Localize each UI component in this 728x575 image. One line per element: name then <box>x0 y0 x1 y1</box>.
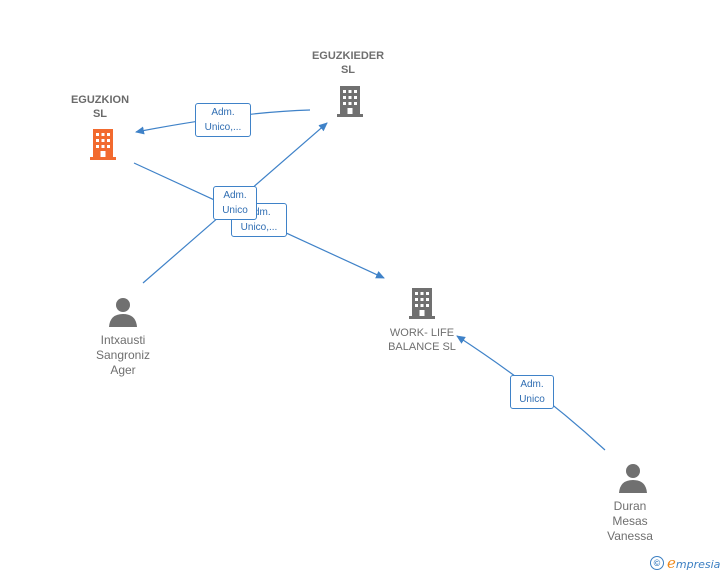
building-icon[interactable] <box>407 286 437 320</box>
brand-logo[interactable]: empresia <box>667 554 720 573</box>
person-name-duran[interactable]: Duran Mesas Vanessa <box>607 499 653 543</box>
building-icon[interactable] <box>88 127 118 161</box>
copyright-icon: © <box>650 556 664 570</box>
brand-name: mpresia <box>675 557 721 571</box>
brand-initial: e <box>667 553 676 572</box>
brand-footer: © empresia <box>650 554 720 572</box>
person-name-intxausti[interactable]: Intxausti Sangroniz Ager <box>95 333 151 377</box>
edge-role-badge[interactable]: Adm. Unico <box>510 375 554 409</box>
edge-role-badge[interactable]: Adm. Unico,... <box>195 103 251 137</box>
building-icon[interactable] <box>335 84 365 118</box>
company-name-work-life[interactable]: WORK- LIFE BALANCE SL <box>388 327 456 353</box>
company-name-eguzkieder[interactable]: EGUZKIEDER SL <box>311 50 385 76</box>
person-icon[interactable] <box>617 462 649 494</box>
company-name-eguzkion[interactable]: EGUZKION SL <box>70 94 130 120</box>
person-icon[interactable] <box>107 296 139 328</box>
edge-role-badge[interactable]: Adm. Unico <box>213 186 257 220</box>
edge-role-badge[interactable]: Adm. Unico,... <box>231 203 287 237</box>
